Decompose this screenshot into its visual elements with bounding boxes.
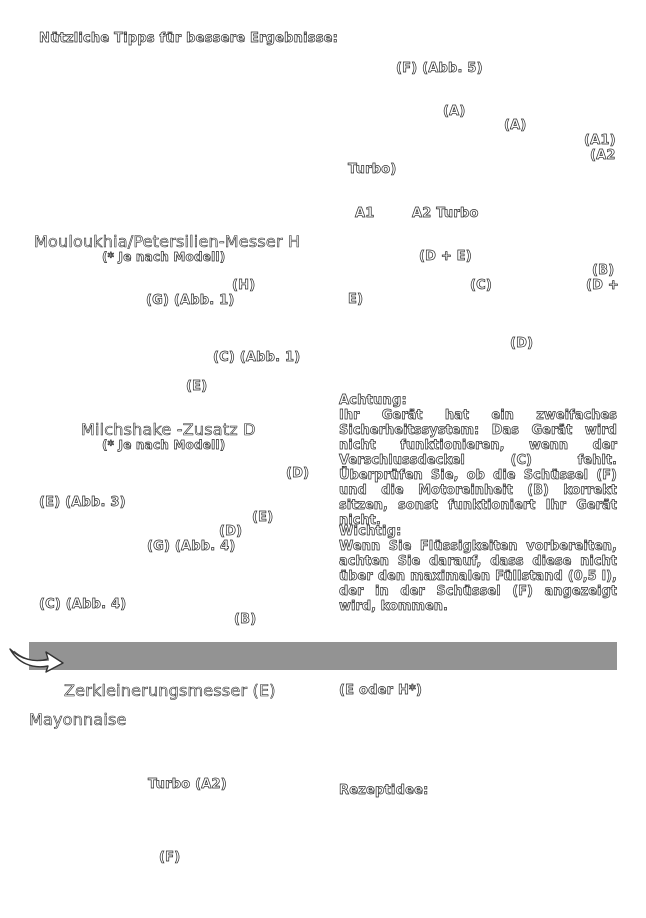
ref-a-2: (A) xyxy=(504,118,527,134)
a1-label: A1 xyxy=(355,206,375,222)
ref-g-abb1: (G) (Abb. 1) xyxy=(146,293,235,309)
mouloukhia-title: Mouloukhia/Petersilien-Messer H xyxy=(34,232,301,251)
ref-c-abb4: (C) (Abb. 4) xyxy=(39,597,127,613)
ref-d-plus: (D + xyxy=(586,278,619,294)
arrow-icon xyxy=(9,648,64,673)
ref-f-lower: (F) xyxy=(159,850,181,866)
ref-e-abb3: (E) (Abb. 3) xyxy=(39,495,126,511)
ref-e-close: E) xyxy=(348,292,364,308)
ref-h: (H) xyxy=(232,278,256,294)
ref-d-2: (D) xyxy=(219,524,243,540)
mouloukhia-note: (* Je nach Modell) xyxy=(102,250,226,265)
ref-e-2: (E) xyxy=(252,510,274,526)
tips-heading: Nützliche Tipps für bessere Ergebnisse: xyxy=(39,31,339,47)
ref-a-1: (A) xyxy=(443,104,466,120)
turbo-close: Turbo) xyxy=(348,162,397,178)
ref-d-plus-e: (D + E) xyxy=(419,249,472,265)
zerkleinerung-title: Zerkleinerungsmesser (E) xyxy=(64,681,276,700)
mayonnaise-heading: Mayonnaise xyxy=(29,710,127,729)
ref-d-1: (D) xyxy=(286,466,310,482)
e-or-h: (E oder H*) xyxy=(339,683,423,699)
wichtig-heading: Wichtig: xyxy=(339,524,402,540)
milchshake-title: Milchshake -Zusatz D xyxy=(81,420,256,439)
ref-d-right: (D) xyxy=(510,336,534,352)
ref-b-left: (B) xyxy=(234,612,257,628)
rezeptidee-heading: Rezeptidee: xyxy=(339,783,429,799)
ref-g-abb4: (G) (Abb. 4) xyxy=(147,539,236,555)
ref-b-right: (B) xyxy=(592,263,615,279)
ref-a1: (A1) xyxy=(584,133,616,149)
ref-c-right: (C) xyxy=(470,278,493,294)
a2-turbo-label: A2 Turbo xyxy=(412,206,479,222)
wichtig-text: Wenn Sie Flüssigkeiten vorbereiten, acht… xyxy=(339,539,618,615)
ref-a2: (A2 xyxy=(590,148,616,164)
milchshake-note: (* Je nach Modell) xyxy=(102,438,226,453)
ref-c-abb1: (C) (Abb. 1) xyxy=(213,350,301,366)
ref-e-1: (E) xyxy=(186,379,208,395)
ref-f-abb5: (F) (Abb. 5) xyxy=(396,61,483,77)
achtung-text: Ihr Gerät hat ein zweifaches Sicherheits… xyxy=(339,408,618,529)
section-bar xyxy=(29,642,617,670)
turbo-a2: Turbo (A2) xyxy=(148,777,227,793)
achtung-heading: Achtung: xyxy=(339,393,407,409)
